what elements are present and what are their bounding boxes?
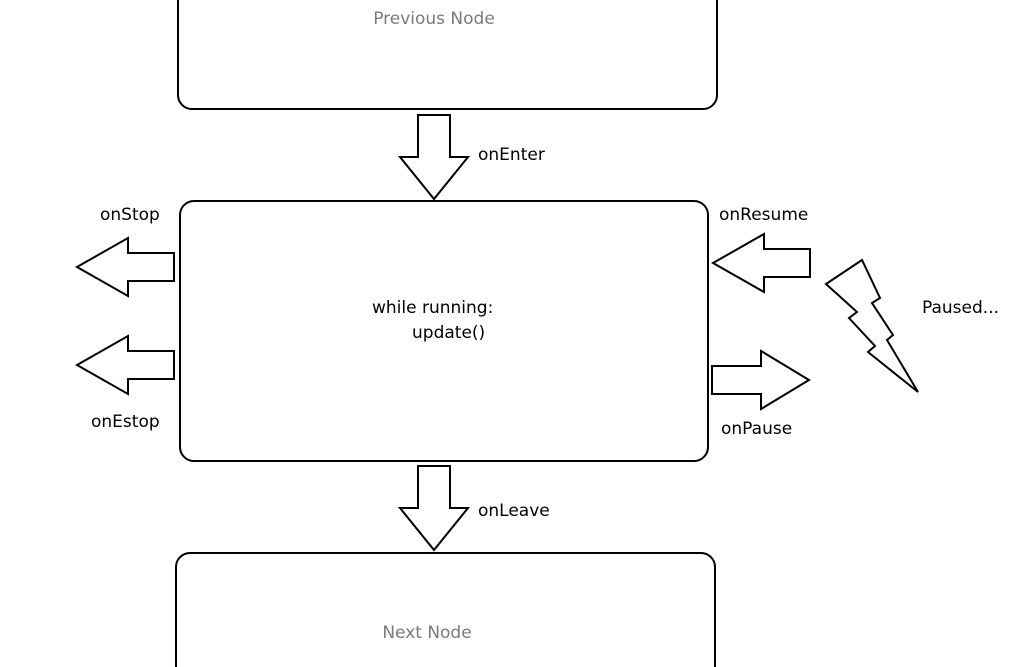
on-enter-label: onEnter [478,145,545,165]
previous-node-box [177,0,718,110]
on-estop-transition: onEstop [74,334,175,432]
on-stop-label: onStop [100,205,160,225]
current-node-condition: while running: [372,298,493,318]
on-estop-label: onEstop [91,412,160,432]
on-resume-label: onResume [719,205,808,225]
current-node: while running: update() [179,200,709,462]
on-leave-label: onLeave [478,501,550,521]
on-pause-arrow [711,349,811,411]
current-node-action: update() [412,323,485,343]
on-pause-label: onPause [721,419,792,439]
on-leave-transition: onLeave [397,465,550,552]
next-node-box [175,552,716,667]
previous-node-label: Previous Node [373,9,495,29]
on-enter-transition: onEnter [397,114,545,201]
on-stop-arrow [74,236,175,298]
on-resume-arrow [710,232,811,294]
on-enter-arrow [397,114,471,201]
on-pause-transition: onPause [711,349,811,439]
previous-node: Previous Node [177,0,718,110]
current-node-box [179,200,709,462]
paused-state: Paused... [824,258,999,393]
on-stop-transition: onStop [74,205,175,298]
on-estop-arrow [74,334,175,396]
on-resume-transition: onResume [710,205,811,294]
next-node: Next Node [175,552,716,667]
lightning-icon [824,258,919,393]
on-leave-arrow [397,465,471,552]
paused-state-label: Paused... [922,298,999,318]
next-node-label: Next Node [382,623,471,643]
